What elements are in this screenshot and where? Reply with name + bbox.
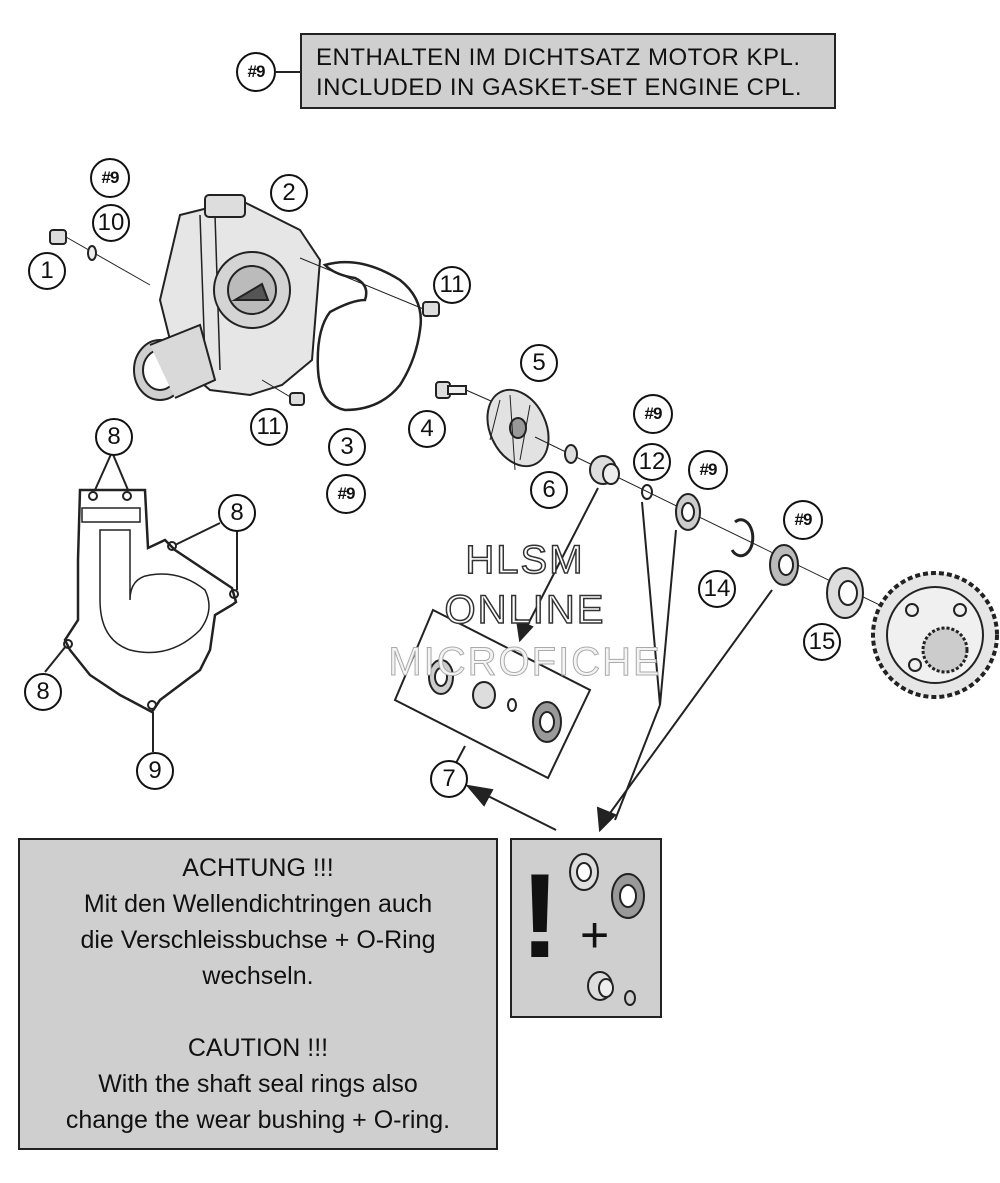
screw-11-bottom — [261, 379, 305, 406]
callout-5: 5 — [520, 344, 558, 382]
pump-gear — [871, 571, 999, 699]
legend-line-en: INCLUDED IN GASKET-SET ENGINE CPL. — [316, 74, 802, 101]
callout-1: 1 — [28, 252, 66, 290]
tag-9-part12: #9 — [633, 394, 673, 434]
inset-kit-7 — [393, 608, 592, 780]
callout-8-top: 8 — [95, 418, 133, 456]
caution-en-line-1: With the shaft seal rings also — [98, 1070, 418, 1098]
gasket-3 — [316, 260, 423, 412]
wear-bushing — [589, 455, 620, 485]
callout-10: 10 — [92, 204, 130, 242]
screw-11-top — [299, 257, 440, 317]
callout-3: 3 — [328, 428, 366, 466]
callout-14: 14 — [698, 570, 736, 608]
screw-4 — [435, 381, 501, 406]
plus-icon: + — [580, 907, 610, 963]
caution-de-line-2: die Verschleissbuchse + O-Ring — [80, 926, 436, 954]
caution-de-line-1: Mit den Wellendichtringen auch — [83, 890, 433, 918]
callout-9: 9 — [136, 752, 174, 790]
shaft-seal-13 — [675, 493, 701, 531]
screw-1 — [49, 229, 151, 286]
legend-connector — [276, 71, 300, 73]
legend-tag: #9 — [236, 52, 276, 92]
legend-line-de: ENTHALTEN IM DICHTSATZ MOTOR KPL. — [316, 44, 801, 71]
water-pump-cover — [133, 194, 322, 401]
warning-icon-box: ! + — [510, 838, 662, 1018]
gasket-outline — [63, 488, 238, 714]
bearing-15 — [826, 567, 864, 619]
legend-box: ENTHALTEN IM DICHTSATZ MOTOR KPL. INCLUD… — [300, 33, 836, 109]
callout-12: 12 — [633, 443, 671, 481]
callout-2: 2 — [270, 174, 308, 212]
watermark-line-1: HLSM — [465, 537, 585, 583]
callout-11-top: 11 — [433, 266, 471, 304]
tag-9-part13: #9 — [688, 450, 728, 490]
exclamation-icon: ! — [520, 849, 560, 983]
watermark-line-2: ONLINE — [444, 587, 606, 633]
caution-box: ACHTUNG !!! Mit den Wellendichtringen au… — [18, 838, 498, 1150]
tag-9-part3: #9 — [326, 474, 366, 514]
washer-6 — [564, 444, 578, 464]
shaft-seal-ring — [769, 544, 799, 586]
caution-de-line-3: wechseln. — [202, 962, 314, 990]
caution-en-title: CAUTION !!! — [187, 1034, 329, 1062]
callout-4: 4 — [408, 410, 446, 448]
circlip-14 — [730, 518, 755, 558]
callout-15: 15 — [803, 623, 841, 661]
impeller-5 — [486, 388, 550, 471]
callout-8-right: 8 — [218, 494, 256, 532]
callout-6: 6 — [530, 471, 568, 509]
seal-parts-icon — [569, 853, 645, 1006]
o-ring-12 — [641, 484, 653, 500]
tag-9-seal: #9 — [783, 500, 823, 540]
caution-en-line-2: change the wear bushing + O-ring. — [65, 1106, 451, 1134]
callout-8-left: 8 — [24, 673, 62, 711]
washer-10 — [87, 245, 97, 261]
watermark-line-3: MICROFICHE — [388, 640, 662, 685]
tag-9-part10: #9 — [90, 158, 130, 198]
caution-de-title: ACHTUNG !!! — [182, 854, 334, 882]
callout-7: 7 — [430, 760, 468, 798]
callout-11-bottom: 11 — [250, 408, 288, 446]
